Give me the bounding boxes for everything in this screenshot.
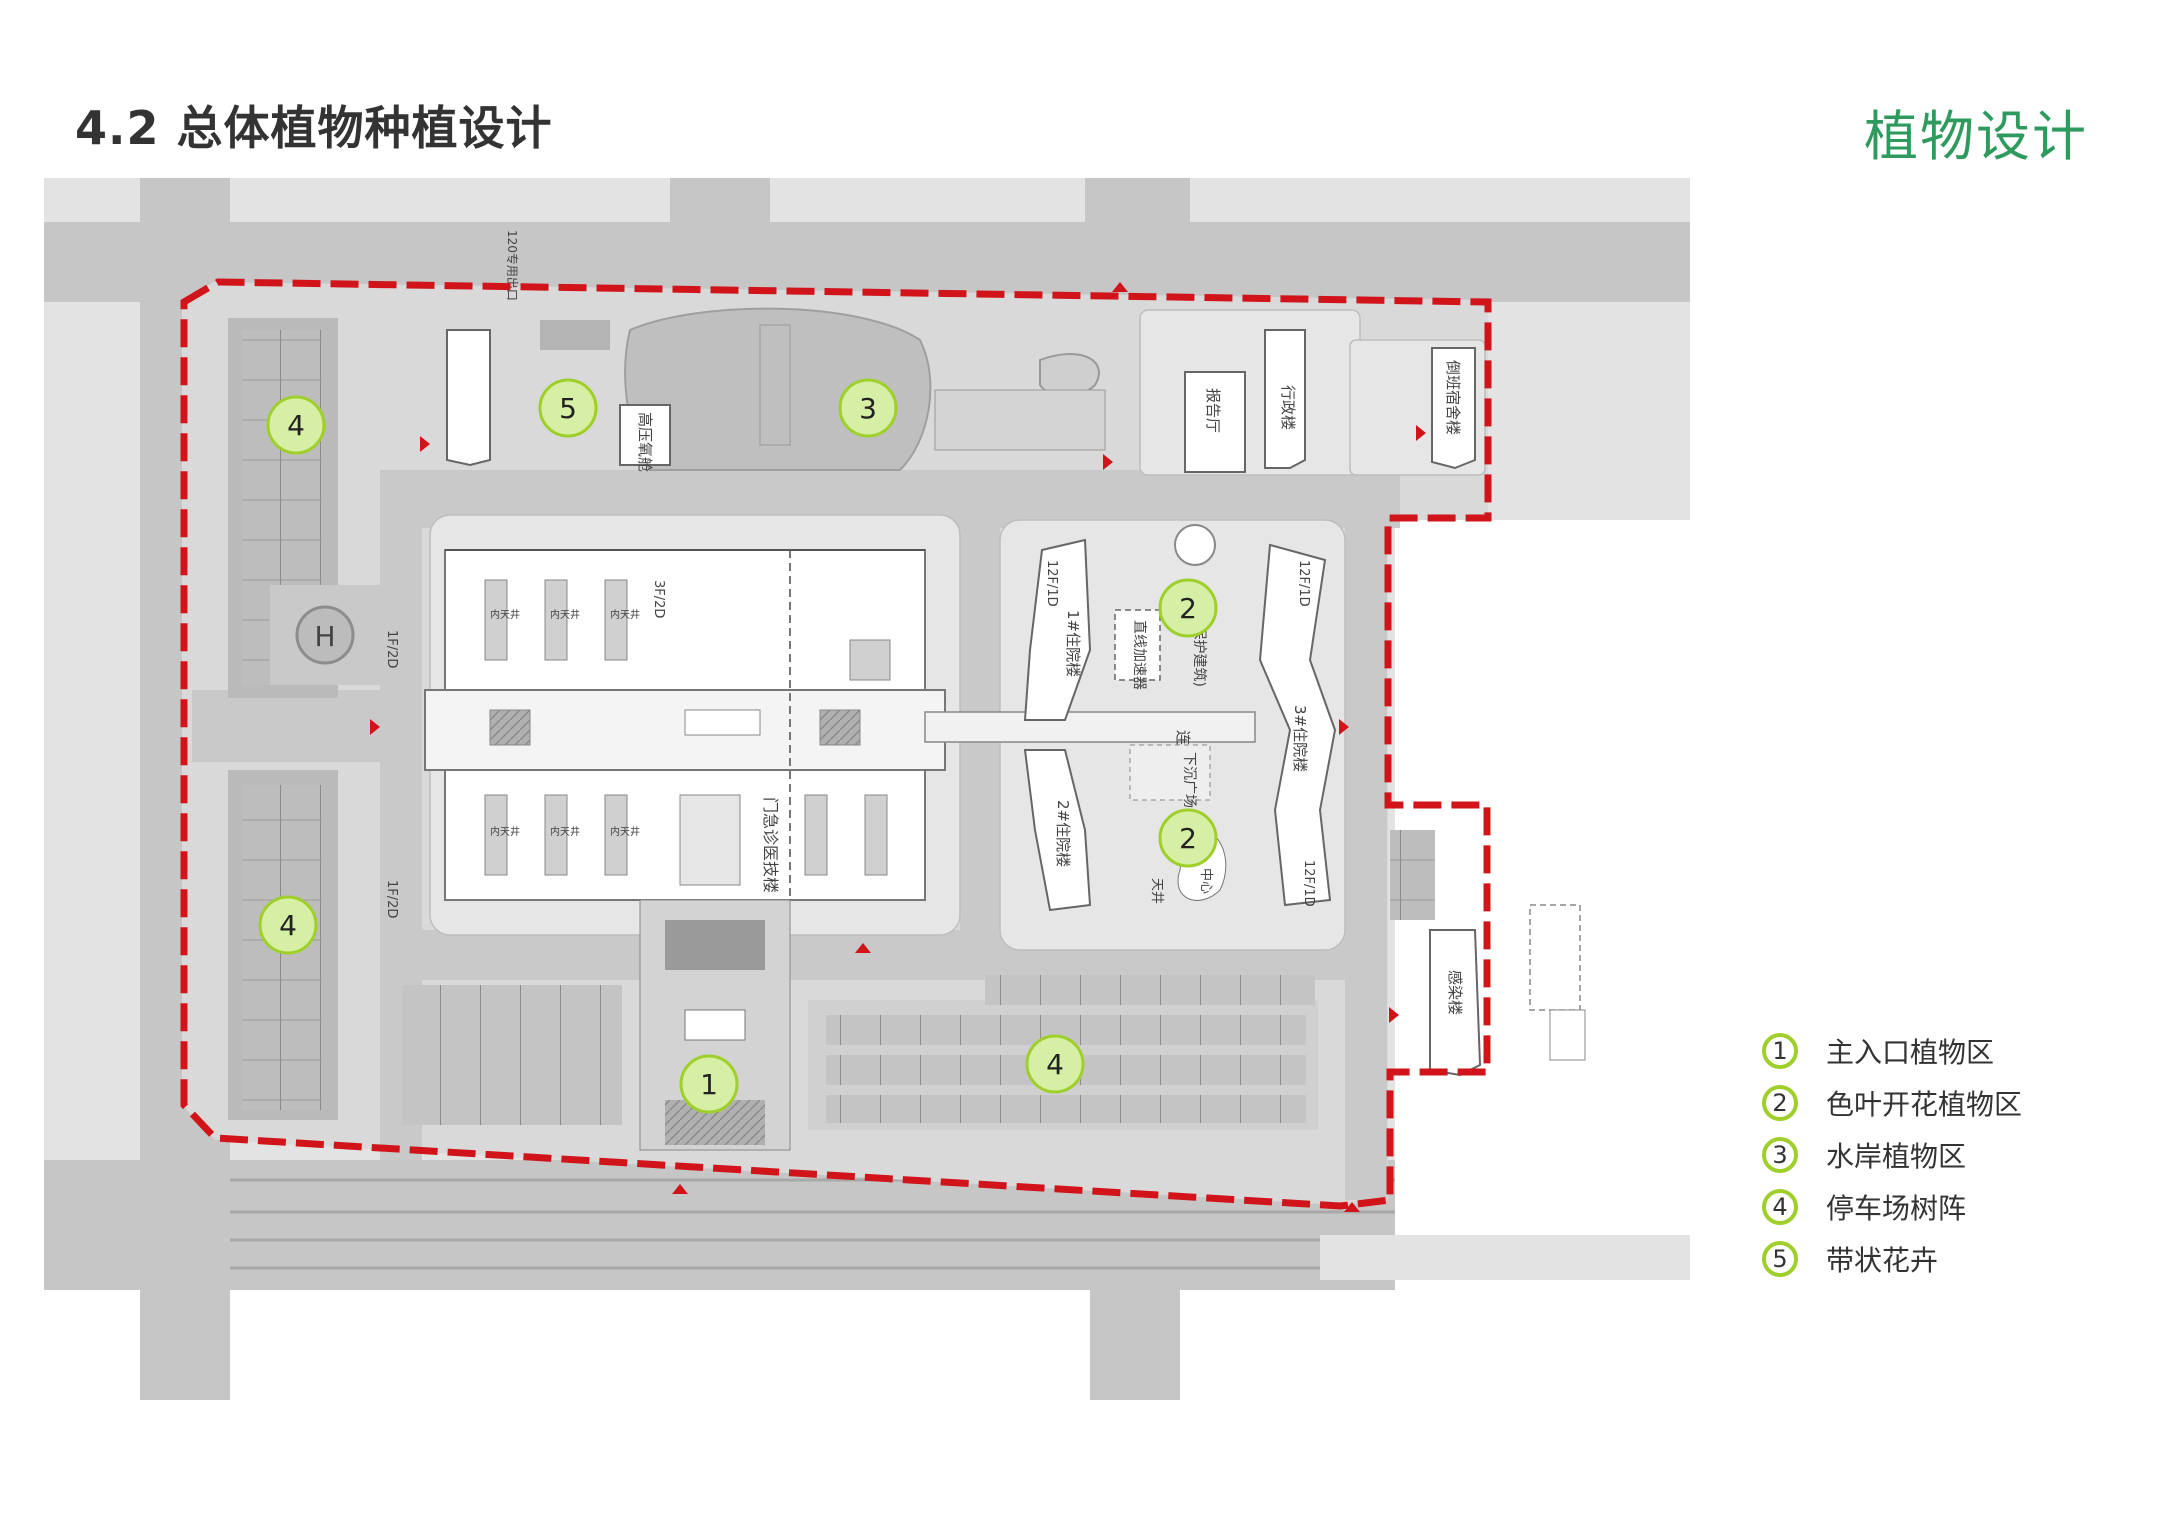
section-title: 植物设计 — [1864, 105, 2088, 168]
zone-marker-1-number: 1 — [700, 1068, 718, 1101]
legend-item: 5 带状花卉 — [1762, 1233, 2142, 1285]
zone-marker-3-number: 3 — [859, 392, 877, 425]
linear-accelerator-label: 直线加速器 — [1131, 620, 1148, 690]
inpatient-1-label: 1#住院楼 — [1064, 610, 1082, 677]
zone-marker-4b: 4 — [258, 895, 318, 955]
high-voltage-label: 高压氧舱 — [636, 412, 654, 472]
zone-marker-4a: 4 — [266, 395, 326, 455]
neighbor-plot-lower — [1320, 1235, 1690, 1280]
zone-marker-2b-number: 2 — [1179, 822, 1197, 855]
legend-badge: 5 — [1762, 1241, 1798, 1277]
legend-item: 4 停车场树阵 — [1762, 1181, 2142, 1233]
zone-marker-2a: 2 — [1158, 578, 1218, 638]
inpatient-1-height: 12F/1D — [1044, 560, 1059, 607]
helipad: H — [270, 585, 380, 685]
legend-item: 1 主入口植物区 — [1762, 1025, 2142, 1077]
inpatient-building-1: 1#住院楼 12F/1D — [1023, 538, 1092, 721]
legend-badge: 3 — [1762, 1137, 1798, 1173]
sunken-plaza-label: 下沉广场 — [1181, 752, 1197, 808]
zone-marker-4c-number: 4 — [1046, 1048, 1064, 1081]
outpatient-label: 门急诊医技楼 — [761, 797, 780, 893]
zone-marker-2b: 2 — [1158, 808, 1218, 868]
west-wing-height-2: 1F/2D — [384, 880, 399, 918]
dorm-label: 倒班宿舍楼 — [1444, 360, 1462, 435]
zone-marker-4b-number: 4 — [279, 909, 297, 942]
inner-court-label-4: 内天井 — [490, 825, 520, 838]
atrium-label: 天井 — [1149, 878, 1164, 904]
inner-court-label-3: 内天井 — [610, 608, 640, 621]
zone-marker-2a-number: 2 — [1179, 592, 1197, 625]
sky-bridge — [924, 711, 1256, 743]
legend-label: 停车场树阵 — [1826, 1192, 1967, 1225]
report-hall-label: 报告厅 — [1204, 388, 1222, 433]
inpatient-building-2: 2#住院楼 — [1023, 749, 1092, 912]
legend-badge: 2 — [1762, 1085, 1798, 1121]
internal-roads — [192, 470, 1400, 1200]
center-label: 中心 — [1198, 868, 1213, 894]
zone-marker-5-number: 5 — [559, 392, 577, 425]
protected-building-label: (保护建筑) — [1191, 620, 1207, 687]
legend-label: 主入口植物区 — [1826, 1036, 1995, 1069]
inpatient-3-height: 12F/1D — [1296, 560, 1311, 607]
legend-badge: 1 — [1762, 1033, 1798, 1069]
north-buildings: 高压氧舱 报告厅 行政楼 倒班宿舍楼 — [446, 329, 1476, 473]
inpatient-2-label: 2#住院楼 — [1054, 800, 1072, 867]
inpatient-building-3: 3#住院楼 12F/1D 12F/1D — [1258, 543, 1337, 907]
admin-label: 行政楼 — [1279, 385, 1297, 430]
road-name-label: 120专用出口 — [505, 230, 520, 301]
outpatient-height-label: 3F/2D — [651, 580, 666, 618]
legend: 1 主入口植物区 2 色叶开花植物区 3 水岸植物区 4 停车场树阵 5 带状花… — [1762, 1025, 2142, 1285]
entrance-arrows — [370, 282, 1426, 1212]
infection-building: 感染楼 — [1429, 904, 1586, 1077]
inner-court-label-6: 内天井 — [610, 825, 640, 838]
legend-label: 带状花卉 — [1826, 1244, 1939, 1277]
zone-marker-4a-number: 4 — [287, 409, 305, 442]
page-title: 4.2 总体植物种植设计 — [75, 101, 553, 155]
inner-court-label-5: 内天井 — [550, 825, 580, 838]
inner-court-label-1: 内天井 — [490, 608, 520, 621]
helipad-label: H — [314, 620, 335, 653]
legend-item: 3 水岸植物区 — [1762, 1129, 2142, 1181]
legend-label: 水岸植物区 — [1826, 1140, 1967, 1173]
zone-marker-3: 3 — [838, 378, 898, 438]
zone-marker-4c: 4 — [1025, 1034, 1085, 1094]
infection-label: 感染楼 — [1446, 970, 1464, 1015]
inpatient-3-height-2: 12F/1D — [1301, 860, 1316, 907]
legend-label: 色叶开花植物区 — [1826, 1088, 2023, 1121]
zone-marker-5: 5 — [538, 378, 598, 438]
outpatient-building: 门急诊医技楼 3F/2D 内天井 内天井 内天井 内天井 内天井 内天井 1F/… — [384, 549, 946, 918]
legend-item: 2 色叶开花植物区 — [1762, 1077, 2142, 1129]
zone-marker-1: 1 — [679, 1054, 739, 1114]
inner-court-label-2: 内天井 — [550, 608, 580, 621]
legend-badge: 4 — [1762, 1189, 1798, 1225]
site-boundary — [180, 278, 1492, 1210]
inpatient-3-label: 3#住院楼 — [1291, 705, 1309, 772]
linear-accelerator-area: 直线加速器 (保护建筑) 下沉广场 中心 天井 — [1114, 524, 1227, 904]
west-wing-height: 1F/2D — [384, 630, 399, 668]
